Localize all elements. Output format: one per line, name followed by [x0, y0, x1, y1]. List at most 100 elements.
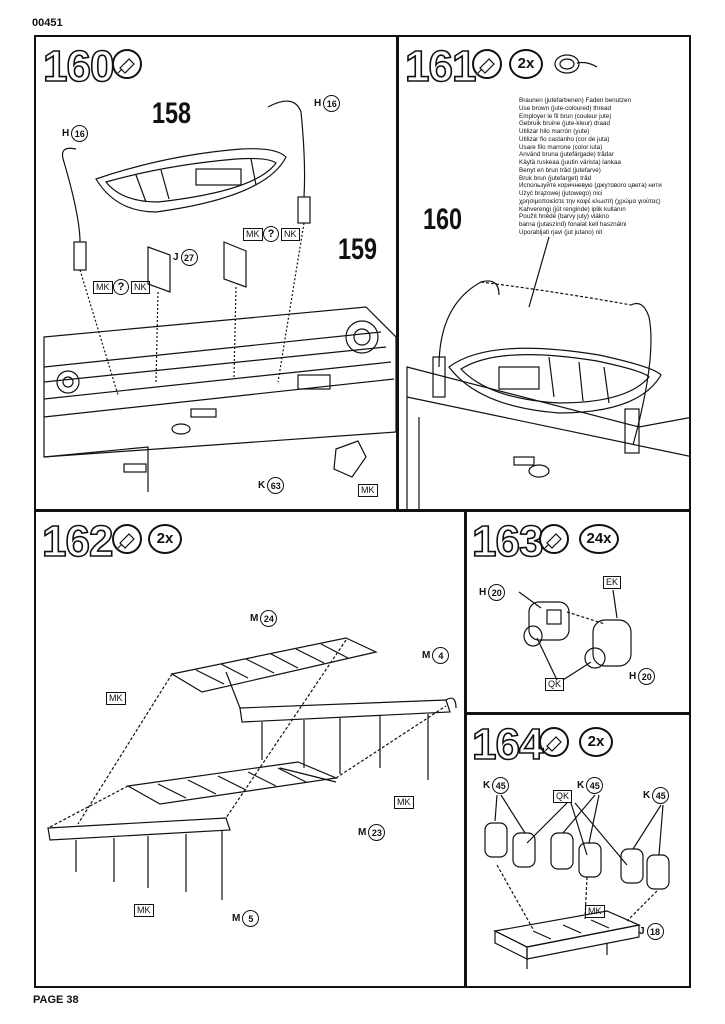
part-letter: K — [643, 790, 651, 802]
step-number: 161 — [404, 42, 477, 91]
instruction-line: Braunen (jutefarbenen) Faden benutzen — [519, 97, 632, 104]
instruction-line: Employer le fil brun (couleur jute) — [519, 112, 612, 120]
part-number: 45 — [492, 777, 510, 794]
part-label-160: 160 — [423, 203, 463, 236]
part-label-159: 159 — [338, 233, 378, 266]
part-number: 5 — [242, 910, 260, 927]
multiplier-badge: 2x — [579, 727, 613, 757]
multiplier-badge: 2x — [509, 49, 543, 79]
part-number: 23 — [368, 824, 386, 841]
tag-mk: MK — [394, 796, 414, 809]
instruction-line: Используйте коричневую (джутового цвета)… — [519, 182, 662, 190]
step-160-drawing — [43, 100, 396, 492]
step-number: 160 — [42, 42, 115, 91]
part-number: 20 — [638, 668, 656, 685]
instruction-line: Bruk brun (jutefarget) tråd — [519, 174, 592, 182]
part-letter: K — [483, 780, 491, 792]
tag-qk: QK — [545, 678, 565, 691]
part-letter: M — [422, 650, 431, 662]
part-letter: M — [250, 613, 259, 625]
glue-tube-icon — [472, 49, 502, 79]
instruction-line: barna (jutaszínű) fonalat kell használni — [519, 221, 627, 228]
multiplier-badge: 2x — [148, 524, 182, 554]
step-161-drawing — [406, 236, 689, 509]
part-letter: J — [639, 926, 645, 938]
question-mark-icon: ? — [113, 279, 129, 295]
part-number: 16 — [71, 125, 89, 142]
part-letter: J — [173, 252, 179, 264]
part-letter: H — [62, 128, 70, 140]
page-number: PAGE 38 — [33, 994, 79, 1006]
part-letter: H — [629, 671, 637, 683]
part-number: 63 — [267, 477, 285, 494]
part-letter: M — [358, 827, 367, 839]
tag-mk: MK — [134, 904, 154, 917]
part-number: 18 — [646, 923, 664, 940]
instruction-line: Utilizar hilo marrón (yute) — [519, 128, 590, 135]
instruction-line: Kahverengi (jüt renginde) iplik kullanın — [519, 205, 626, 213]
part-letter: H — [479, 587, 487, 599]
glue-tube-icon — [539, 727, 569, 757]
tag-mk: MK — [106, 692, 126, 705]
instruction-line: Gebruik bruine (jute-kleur) draad — [519, 120, 610, 128]
part-number: 45 — [586, 777, 604, 794]
instruction-line: Uporabljati rjavi (jut jutano) nit — [519, 228, 603, 236]
glue-tube-icon — [112, 524, 142, 554]
step-162-drawing — [47, 637, 457, 900]
part-letter: M — [232, 913, 241, 925]
thread-instructions: Braunen (jutefarbenen) Faden benutzen Us… — [519, 97, 689, 237]
tag-mk: MK — [93, 281, 113, 294]
part-letter: K — [577, 780, 585, 792]
tag-mk: MK — [358, 484, 378, 497]
step-163-drawing — [518, 589, 632, 681]
tag-nk: NK — [131, 281, 150, 294]
instruction-line: Benyt en brun tråd (jutefarve) — [519, 166, 601, 174]
part-letter: K — [258, 480, 266, 492]
multiplier-badge: 24x — [579, 524, 619, 554]
part-number: 45 — [652, 787, 670, 804]
glue-tube-icon — [112, 49, 142, 79]
instruction-line: Använd bruna (jutefärgade) trådar — [519, 151, 614, 159]
part-number: 24 — [260, 610, 278, 627]
glue-tube-icon — [539, 524, 569, 554]
instruction-line: Použít hnědé (barvy juty) vlákno — [519, 213, 609, 221]
step-number: 164 — [471, 720, 544, 769]
tag-qk: QK — [553, 790, 573, 803]
instruction-line: Użyć brązowej (jutowego) nici — [519, 190, 603, 197]
instruction-line: Käytä ruskeaa (juutin värista) lankaa — [519, 159, 621, 166]
tag-ek: EK — [603, 576, 622, 589]
part-number: 4 — [432, 647, 450, 664]
question-mark-icon: ? — [263, 226, 279, 242]
instruction-line: Use brown (jute-coloured) thread — [519, 104, 612, 112]
thread-coil-icon — [551, 49, 601, 79]
part-number: 27 — [180, 249, 198, 266]
part-number: 20 — [488, 584, 506, 601]
instruction-line: Usare filo marrone (color iuta) — [519, 143, 603, 151]
step-161-panel: 161 2x Braunen (jutefarbenen) Faden benu… — [397, 35, 691, 511]
step-164-drawing — [484, 794, 670, 969]
step-number: 163 — [471, 517, 544, 566]
step-number: 162 — [41, 517, 114, 566]
part-number: 16 — [323, 95, 341, 112]
part-letter: H — [314, 98, 322, 110]
part-label-158: 158 — [152, 97, 192, 130]
instruction-line: χρησιμοποιείστε την καφέ κλωστή (χρώμα γ… — [519, 197, 661, 205]
document-code: 00451 — [32, 17, 63, 29]
instruction-line: Utilizar fio castanho (cor de juta) — [519, 135, 610, 143]
